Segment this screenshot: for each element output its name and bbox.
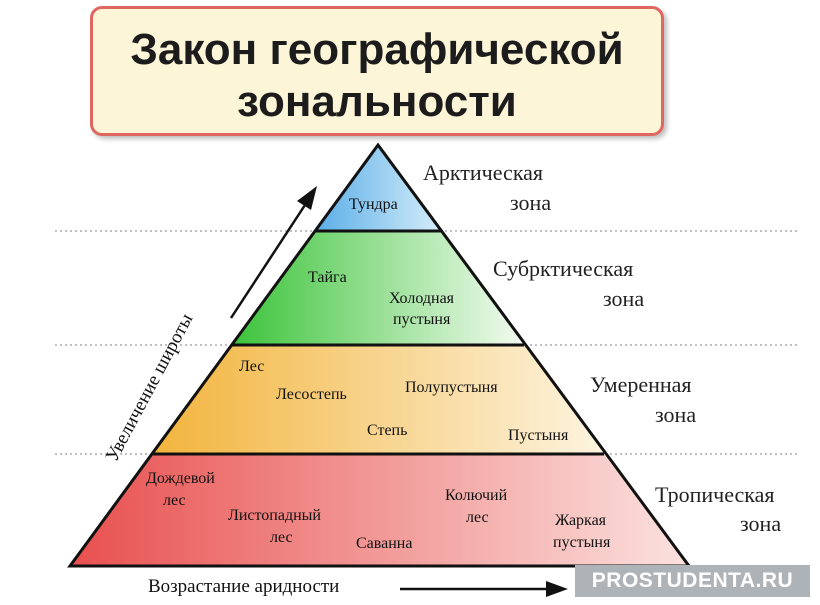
- label-desert: Пустыня: [508, 427, 569, 444]
- label-thorn-forest-1: Колючий: [445, 487, 508, 504]
- label-tundra: Тундра: [349, 196, 398, 213]
- aridity-arrow: [400, 581, 568, 597]
- zone-subarctic-line-1: Субрктическая: [493, 256, 634, 281]
- latitude-arrow-line: [229, 204, 307, 319]
- label-hot-desert-1: Жаркая: [555, 512, 607, 529]
- tier-tropical: [70, 454, 689, 566]
- label-forest: Лес: [239, 358, 265, 375]
- label-hot-desert-2: пустыня: [553, 534, 611, 551]
- label-steppe: Степь: [367, 422, 408, 439]
- label-rainforest-1: Дождевой: [146, 470, 215, 487]
- label-cold-desert-1: Холодная: [389, 290, 455, 307]
- label-deciduous-1: Листопадный: [228, 507, 321, 524]
- zone-subarctic-line-2: зона: [603, 286, 645, 311]
- aridity-arrow-head: [546, 581, 568, 597]
- latitude-arrow: [229, 186, 317, 319]
- zone-arctic-line-1: Арктическая: [423, 160, 544, 185]
- label-forest-steppe: Лесостепь: [276, 386, 347, 403]
- label-cold-desert-2: пустыня: [393, 311, 451, 328]
- title-box: Закон географической зональности: [90, 6, 664, 136]
- zone-temperate-line-2: зона: [655, 402, 697, 427]
- zone-tropical-line-2: зона: [740, 511, 782, 536]
- aridity-axis-label: Возрастание аридности: [148, 576, 340, 597]
- zone-arctic-line-2: зона: [510, 190, 552, 215]
- label-savanna: Саванна: [356, 535, 413, 552]
- zone-temperate-line-1: Умеренная: [590, 372, 692, 397]
- watermark-logo: PROSTUDENTA.RU: [575, 565, 810, 597]
- pyramid-outline: [67, 142, 692, 568]
- label-semi-desert: Полупустыня: [405, 379, 498, 396]
- label-rainforest-2: лес: [163, 492, 186, 509]
- latitude-arrow-head: [297, 186, 317, 210]
- title-line-1: Закон географической: [130, 25, 624, 74]
- tier-arctic: [315, 145, 441, 231]
- title-line-2: зональности: [237, 77, 517, 126]
- label-thorn-forest-2: лес: [466, 509, 489, 526]
- tier-subarctic: [232, 231, 524, 345]
- zone-tropical-line-1: Тропическая: [655, 482, 775, 507]
- label-taiga: Тайга: [308, 269, 347, 286]
- label-deciduous-2: лес: [270, 529, 293, 546]
- dotted-separators: [55, 230, 800, 455]
- tier-temperate: [153, 345, 604, 454]
